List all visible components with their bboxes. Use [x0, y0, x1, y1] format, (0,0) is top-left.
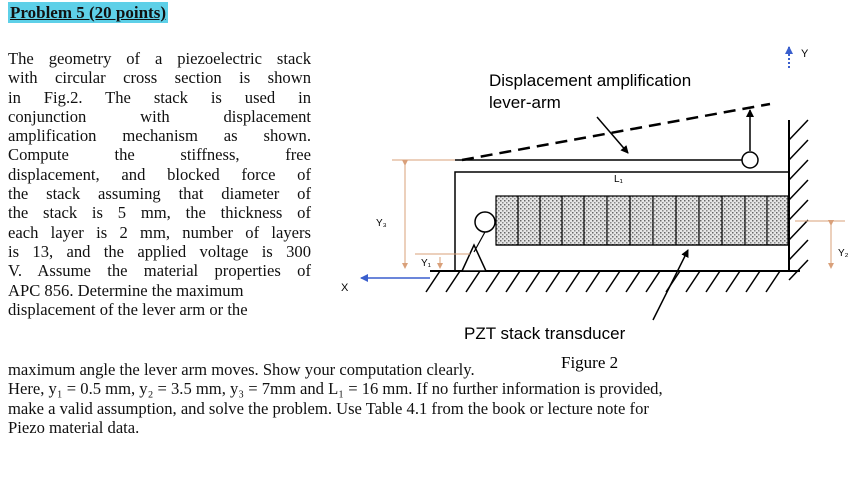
lever-label-pointer	[596, 116, 629, 154]
text-line: each layer is 2 mm, number of layers	[8, 222, 311, 242]
lever-arm	[455, 151, 759, 169]
frame-outline	[454, 171, 790, 272]
text-line: displacement, and blocked force of	[8, 164, 311, 184]
text-line: maximum angle the lever arm moves. Show …	[8, 360, 475, 379]
deflected-lever-dashed	[461, 102, 771, 162]
ground-hatching	[425, 270, 800, 293]
text-line: V. Assume the material properties of	[8, 261, 311, 281]
lever-label-line-2: lever-arm	[489, 93, 561, 112]
text-line: The geometry of a piezoelectric stack	[8, 49, 311, 68]
problem-text-column: The geometry of a piezoelectric stack wi…	[8, 49, 311, 319]
stack-label: PZT stack transducer	[464, 324, 626, 343]
text-line: displacement of the lever arm or the	[8, 299, 248, 319]
pivot-support	[460, 211, 496, 272]
text-line: in Fig.2. The stack is used in	[8, 87, 311, 107]
text-line: with circular cross section is shown	[8, 68, 311, 88]
lever-label-line-1: Displacement amplification	[489, 71, 691, 90]
text-line: Compute the stiffness, free	[8, 145, 311, 165]
problem-text-continuation: maximum angle the lever arm moves. Show …	[8, 360, 663, 437]
text-line: the stack is 5 mm, the thickness of	[8, 203, 311, 223]
text-line: Piezo material data.	[8, 417, 140, 437]
dim-y3-label: Y₃	[376, 218, 387, 229]
problem-title: Problem 5 (20 points)	[8, 2, 168, 23]
dim-y2-label: Y₂	[838, 248, 849, 259]
text-line: the stack assuming that diameter of	[8, 184, 311, 204]
text-line: APC 856. Determine the maximum	[8, 280, 244, 300]
text-line: is 13, and the applied voltage is 300	[8, 241, 311, 261]
right-wall	[788, 119, 809, 281]
y-axis-label: Y	[801, 48, 809, 60]
x-axis-label: X	[341, 282, 349, 294]
text-line: make a valid assumption, and solve the p…	[8, 398, 649, 418]
text-line: conjunction with displacement	[8, 106, 311, 126]
dimension-y1	[415, 253, 470, 269]
dimension-y2	[795, 220, 845, 269]
stack-label-pointer	[652, 249, 689, 321]
figure-caption: Figure 2	[561, 353, 618, 372]
text-line: Here, y₁ = 0.5 mm, y₂ = 3.5 mm, y₃ = 7mm…	[8, 379, 663, 399]
dimension-y3	[392, 159, 455, 269]
pzt-stack	[495, 195, 789, 246]
dim-l1-label: L₁	[614, 174, 624, 185]
text-line: amplification mechanism as shown.	[8, 126, 311, 146]
dim-y1-label: Y₁	[421, 258, 432, 269]
